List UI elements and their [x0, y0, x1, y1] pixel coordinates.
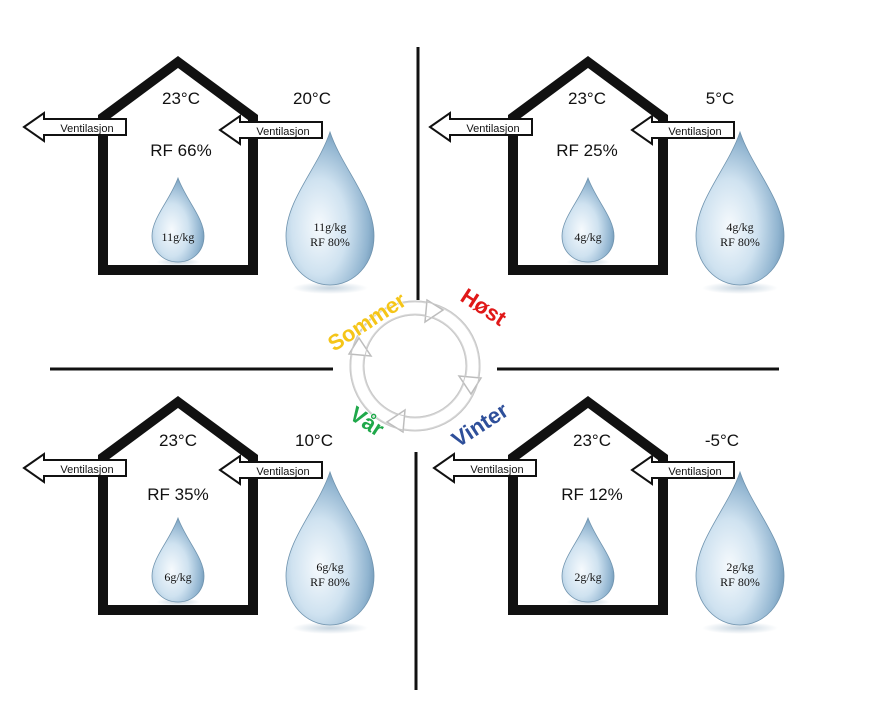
outdoor-rh: RF 80% — [720, 235, 760, 249]
outdoor-temp: 5°C — [706, 89, 735, 108]
indoor-moisture: 2g/kg — [574, 570, 601, 584]
outdoor-moisture: 4g/kg — [726, 220, 753, 234]
water-drop-icon — [151, 516, 205, 603]
outdoor-rh: RF 80% — [310, 235, 350, 249]
scenario-autumn: 23°C 5°C RF 25% Ventilasjon Ventilasjon … — [429, 56, 785, 294]
water-drop-icon — [561, 516, 615, 603]
vent-in-label: Ventilasjon — [668, 466, 721, 478]
indoor-moisture: 4g/kg — [574, 230, 601, 244]
vent-in-label: Ventilasjon — [668, 126, 721, 138]
scenario-summer: 23°C 20°C RF 66% Ventilasjon Ventilasjon… — [23, 56, 375, 294]
scenario-winter: 23°C -5°C RF 12% Ventilasjon Ventilasjon… — [433, 396, 785, 634]
vent-in-label: Ventilasjon — [256, 466, 309, 478]
indoor-rh: RF 66% — [150, 141, 211, 160]
indoor-temp: 23°C — [568, 89, 606, 108]
water-drop-icon — [151, 176, 205, 263]
indoor-temp: 23°C — [162, 89, 200, 108]
outdoor-temp: 10°C — [295, 431, 333, 450]
scenario-spring: 23°C 10°C RF 35% Ventilasjon Ventilasjon… — [23, 396, 375, 634]
vent-in-label: Ventilasjon — [256, 126, 309, 138]
vent-out-label: Ventilasjon — [470, 464, 523, 476]
indoor-moisture: 11g/kg — [162, 230, 195, 244]
outdoor-temp: 20°C — [293, 89, 331, 108]
vent-out-label: Ventilasjon — [60, 464, 113, 476]
indoor-temp: 23°C — [159, 431, 197, 450]
indoor-rh: RF 12% — [561, 485, 622, 504]
water-drop-icon — [695, 130, 785, 286]
indoor-rh: RF 35% — [147, 485, 208, 504]
cycle-arrows-icon — [347, 298, 483, 434]
outdoor-moisture: 6g/kg — [316, 560, 343, 574]
indoor-rh: RF 25% — [556, 141, 617, 160]
vent-out-label: Ventilasjon — [466, 123, 519, 135]
water-drop-icon — [561, 176, 615, 263]
water-drop-icon — [285, 130, 375, 286]
indoor-temp: 23°C — [573, 431, 611, 450]
outdoor-rh: RF 80% — [720, 575, 760, 589]
outdoor-rh: RF 80% — [310, 575, 350, 589]
outdoor-moisture: 11g/kg — [314, 220, 347, 234]
outdoor-temp: -5°C — [705, 431, 739, 450]
water-drop-icon — [695, 470, 785, 626]
vent-out-label: Ventilasjon — [60, 123, 113, 135]
outdoor-moisture: 2g/kg — [726, 560, 753, 574]
indoor-moisture: 6g/kg — [164, 570, 191, 584]
water-drop-icon — [285, 470, 375, 626]
